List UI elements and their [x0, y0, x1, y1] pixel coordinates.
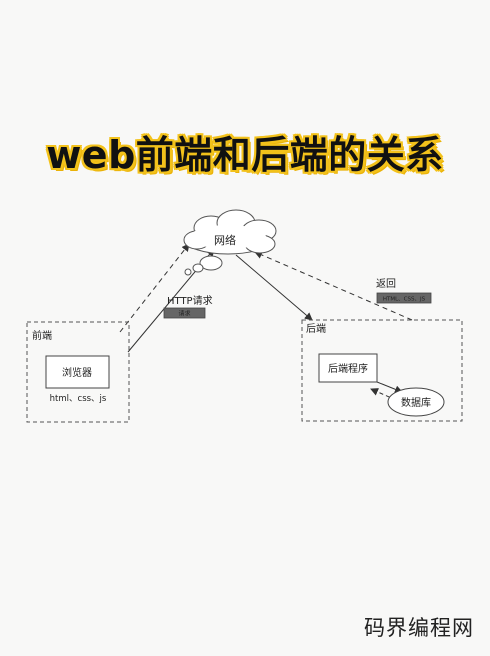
- return-tag: HTML、CSS、JS: [376, 292, 432, 304]
- database-program-arrow: [370, 388, 397, 401]
- browser-label: 浏览器: [62, 366, 92, 379]
- small-cloud: [184, 255, 223, 276]
- request-tag-text: 请求: [178, 310, 190, 318]
- backend-program-label: 后端程序: [328, 362, 368, 375]
- frontend-tech-label: html、css、js: [50, 394, 107, 404]
- return-label: 返回: [376, 278, 396, 290]
- program-database-arrow: [376, 381, 403, 394]
- return-tag-text: HTML、CSS、JS: [383, 297, 426, 303]
- database-ellipse: [387, 387, 445, 417]
- backend-program-box: [318, 353, 378, 383]
- network-cloud: 网络: [183, 209, 277, 255]
- frontend-title: 前端: [32, 329, 52, 342]
- network-to-backend-arrow: [235, 254, 313, 321]
- database-label: 数据库: [401, 396, 431, 409]
- frontend-to-network-arrow: [119, 243, 190, 333]
- backend-title: 后端: [306, 322, 326, 335]
- http-request-label: HTTP请求: [167, 294, 213, 307]
- network-label: 网络: [214, 233, 236, 247]
- browser-box: [45, 355, 110, 389]
- request-tag: 请求: [163, 307, 206, 319]
- backend-box: 后端 后端程序 数据库: [301, 319, 463, 422]
- backend-return-arrow: [254, 251, 413, 321]
- frontend-box: 前端 浏览器 html、css、js: [26, 321, 130, 423]
- site-watermark: 码界编程网: [364, 616, 474, 640]
- page-title: web前端和后端的关系: [46, 132, 444, 177]
